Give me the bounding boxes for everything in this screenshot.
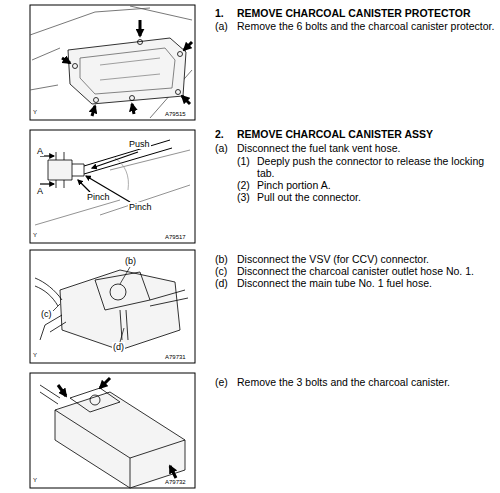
callout-text: Push (128, 139, 151, 149)
vent-hose-figure (115, 158, 128, 190)
sub-step-mark: (2) (237, 179, 250, 191)
sub-step-mark: (a) (215, 20, 228, 32)
instruction-text: Remove the 6 bolts and the charcoal cani… (237, 20, 494, 32)
instruction-text: Disconnect the main tube No. 1 fuel hose… (237, 277, 432, 289)
direction-arrow (40, 152, 138, 202)
sub-step-mark: (a) (215, 142, 228, 154)
instruction-text: Pull out the connector. (257, 191, 361, 203)
step-number: 1. (215, 7, 224, 19)
bolt-arrow (58, 378, 176, 478)
bolt-arrow (182, 96, 190, 104)
direction-arrow (86, 176, 130, 202)
protector-figure (30, 5, 195, 120)
step-number: 2. (215, 128, 224, 140)
canister-figure (40, 385, 60, 404)
step-heading: REMOVE CHARCOAL CANISTER PROTECTOR (237, 7, 471, 19)
canister-hoses-figure (60, 270, 180, 350)
leader-line (120, 267, 130, 284)
vent-hose-figure (48, 160, 72, 180)
bolt-arrow (170, 466, 176, 478)
protector-figure (176, 90, 181, 95)
instruction-text: Remove the 3 bolts and the charcoal cani… (237, 376, 450, 388)
canister-figure (90, 395, 100, 405)
canister-figure (30, 373, 195, 488)
instruction-text: Pinch portion A. (257, 179, 331, 191)
vent-hose-figure (56, 152, 64, 188)
sub-step-mark: (d) (215, 277, 228, 289)
canister-hoses-figure (30, 250, 195, 363)
canister-figure (30, 373, 195, 488)
sub-step-mark: (c) (215, 265, 227, 277)
direction-arrow (40, 183, 54, 184)
figure-mark: Y (33, 477, 37, 484)
vent-hose-figure (30, 130, 195, 243)
step-heading: REMOVE CHARCOAL CANISTER ASSY (237, 128, 433, 140)
vent-hose-figure (84, 140, 172, 174)
sub-step-mark: (1) (237, 155, 250, 167)
protector-figure (68, 38, 186, 104)
sub-step-mark: (e) (215, 376, 228, 388)
canister-hoses-figure (30, 250, 195, 363)
sub-step-mark: (3) (237, 191, 250, 203)
instruction-text: Deeply push the connector to release the… (257, 155, 497, 179)
figure-code: A79731 (165, 354, 186, 361)
vent-hose-figure (35, 150, 190, 225)
instruction-text: Disconnect the charcoal canister outlet … (237, 265, 474, 277)
callout-letter: A (36, 146, 44, 156)
protector-figure (130, 96, 135, 101)
instruction-text: Disconnect the VSV (for CCV) connector. (237, 253, 429, 265)
figure-mark: Y (33, 109, 37, 116)
canister-figure (55, 410, 185, 488)
protector-figure (73, 64, 78, 69)
sub-step-mark: (b) (215, 253, 228, 265)
vent-hose-figure (30, 130, 195, 243)
direction-arrow (78, 180, 90, 192)
protector-figure (138, 40, 143, 45)
protector-figure (30, 6, 192, 118)
canister-hoses-figure (120, 310, 128, 340)
figure-code: A79517 (165, 234, 186, 241)
leader-line (52, 267, 130, 342)
vent-hose-figure (72, 164, 84, 176)
protector-figure (100, 58, 160, 80)
bolt-arrow (184, 42, 192, 50)
canister-hoses-figure (95, 272, 150, 310)
protector-figure (30, 5, 195, 120)
canister-figure (70, 388, 120, 412)
leader-line (120, 328, 124, 342)
canister-figure (55, 392, 185, 488)
bolt-arrow (62, 58, 70, 63)
bolt-arrow (139, 20, 142, 36)
protector-figure (178, 52, 183, 57)
bolt-arrow (58, 385, 66, 396)
callout-letter: (c) (40, 309, 53, 319)
canister-hoses-figure (35, 278, 62, 306)
bolt-arrow (92, 106, 95, 116)
leader-line (52, 304, 60, 312)
canister-hoses-figure (150, 290, 188, 306)
canister-hoses-figure (110, 284, 126, 300)
callout-text: Pinch (128, 202, 153, 212)
figure-mark: Y (33, 232, 37, 239)
protector-figure (80, 48, 175, 94)
bolt-arrow (100, 378, 110, 388)
protector-figure (94, 98, 99, 103)
callout-letter: (d) (112, 342, 125, 352)
instruction-text: Disconnect the fuel tank vent hose. (237, 142, 400, 154)
callout-letter: (b) (124, 256, 137, 266)
callout-letter: A (36, 186, 44, 196)
callout-text: Pinch (86, 192, 111, 202)
figure-mark: Y (33, 352, 37, 359)
bolt-arrow (132, 104, 134, 114)
figure-code: A79732 (165, 479, 186, 486)
direction-arrow (92, 152, 138, 168)
bolt-arrow (62, 20, 192, 116)
figure-code: A79515 (165, 111, 186, 118)
